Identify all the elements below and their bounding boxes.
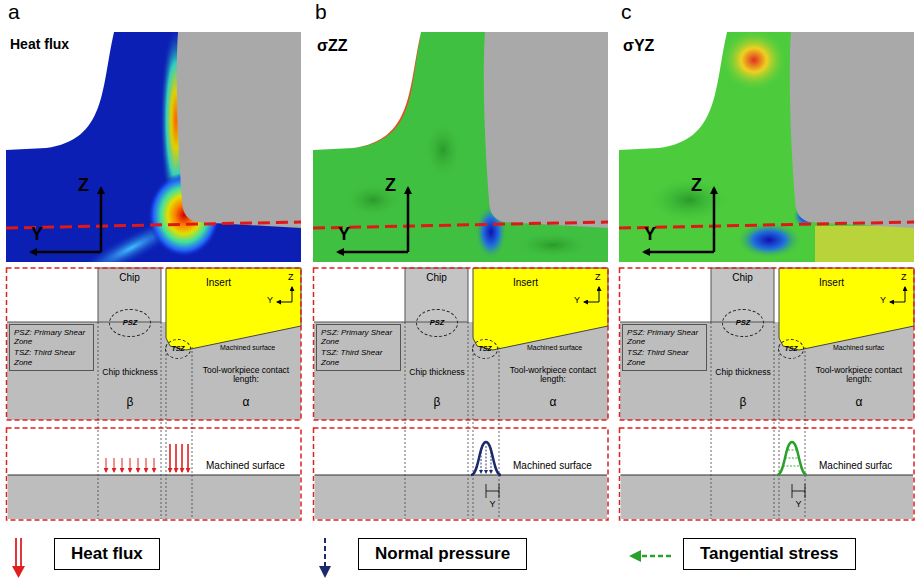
axis-or-dimension-label: Y	[338, 225, 350, 245]
axis-or-dimension-label: Z	[691, 176, 702, 196]
node-text: TSZ: Third Shear Zone	[321, 348, 396, 366]
axis-or-dimension-label: Chip thickness	[409, 368, 465, 377]
axis-or-dimension-label: Z	[901, 273, 907, 283]
axis-or-dimension-label: β	[733, 396, 753, 409]
legend-box: Tangential stress	[683, 538, 856, 570]
node-text: Insert	[513, 277, 573, 289]
axis-or-dimension-label: Machined surface	[513, 460, 592, 471]
legend-box: Heat flux	[54, 538, 160, 570]
insert-shape: Insert	[166, 268, 266, 298]
node-text: PSZ	[430, 319, 445, 328]
node-text: Normal pressure	[375, 544, 510, 564]
axis-or-dimension-label: Machined surface	[206, 460, 285, 471]
shear-zone-ellipse: TSZ	[472, 339, 498, 359]
node-text: Heat flux	[71, 544, 143, 564]
axis-or-dimension-label: Machined surface	[527, 344, 582, 352]
axis-or-dimension-label: Chip thickness	[102, 368, 158, 377]
insert-shape: Insert	[779, 268, 879, 298]
node-text: TSZ	[784, 345, 797, 353]
legend-box: Normal pressure	[358, 538, 527, 570]
axis-or-dimension-label: Y	[31, 225, 43, 245]
panel-title: σZZ	[317, 37, 348, 55]
shear-zone-ellipse: PSZ	[109, 309, 151, 337]
node-text: PSZ: Primary Shear Zone	[321, 328, 396, 346]
node-text: PSZ: Primary Shear Zone	[14, 328, 89, 346]
axis-or-dimension-label: Z	[78, 176, 89, 196]
axis-or-dimension-label: Y	[486, 500, 500, 510]
insert-shape: Insert	[473, 268, 573, 298]
axis-or-dimension-label: α	[543, 396, 563, 409]
axis-or-dimension-label: Y	[267, 296, 273, 306]
axis-or-dimension-label: Tool-workpiece contact length:	[501, 366, 605, 385]
node-text: TSZ	[478, 345, 491, 353]
node-text: TSZ	[171, 345, 184, 353]
node-text: TSZ: Third Shear Zone	[14, 348, 89, 366]
shear-zone-ellipse: PSZ	[416, 309, 458, 337]
axis-or-dimension-label: Machined surfac	[833, 344, 884, 352]
axis-or-dimension-label: β	[120, 396, 140, 409]
panel-title: σYZ	[623, 37, 654, 55]
panel-a-figure	[6, 25, 301, 578]
node-text: Chip	[98, 272, 161, 284]
panel-letter: c	[621, 0, 632, 23]
node-text: Insert	[206, 277, 266, 289]
node-text: Chip	[405, 272, 468, 284]
axis-or-dimension-label: Y	[792, 500, 806, 510]
axis-or-dimension-label: α	[849, 396, 869, 409]
node-text: TSZ: Third Shear Zone	[627, 348, 702, 366]
axis-or-dimension-label: α	[236, 396, 256, 409]
panel-title: Heat flux	[10, 37, 69, 52]
node-text: Tangential stress	[700, 544, 839, 564]
axis-or-dimension-label: Y	[880, 296, 886, 306]
axis-or-dimension-label: Y	[644, 225, 656, 245]
panel-letter: b	[315, 0, 327, 23]
axis-or-dimension-label: Z	[595, 273, 601, 283]
node-text: PSZ: Primary Shear Zone	[627, 328, 702, 346]
panel-b-figure	[313, 32, 608, 578]
chip-region: Chip	[98, 268, 161, 322]
node-text: PSZ	[123, 319, 138, 328]
node-text: PSZ	[736, 319, 751, 328]
axis-or-dimension-label: Z	[288, 273, 294, 283]
axis-or-dimension-label: Tool-workpiece contact length:	[807, 366, 911, 385]
node-text: Insert	[819, 277, 879, 289]
axis-or-dimension-label: Y	[574, 296, 580, 306]
key-box: PSZ: Primary Shear ZoneTSZ: Third Shear …	[9, 324, 94, 371]
panel-c-figure	[619, 30, 914, 562]
shear-zone-ellipse: TSZ	[778, 339, 804, 359]
axis-or-dimension-label: Tool-workpiece contact length:	[194, 366, 298, 385]
key-box: PSZ: Primary Shear ZoneTSZ: Third Shear …	[622, 324, 707, 371]
chip-region: Chip	[711, 268, 774, 322]
axis-or-dimension-label: Z	[385, 176, 396, 196]
key-box: PSZ: Primary Shear ZoneTSZ: Third Shear …	[316, 324, 401, 371]
shear-zone-ellipse: TSZ	[165, 339, 191, 359]
axis-or-dimension-label: Machined surface	[220, 344, 275, 352]
axis-or-dimension-label: Machined surfac	[819, 460, 892, 471]
shear-zone-ellipse: PSZ	[722, 309, 764, 337]
axis-or-dimension-label: Chip thickness	[715, 368, 771, 377]
chip-region: Chip	[405, 268, 468, 322]
axis-or-dimension-label: β	[427, 396, 447, 409]
panel-letter: a	[8, 0, 20, 23]
node-text: Chip	[711, 272, 774, 284]
